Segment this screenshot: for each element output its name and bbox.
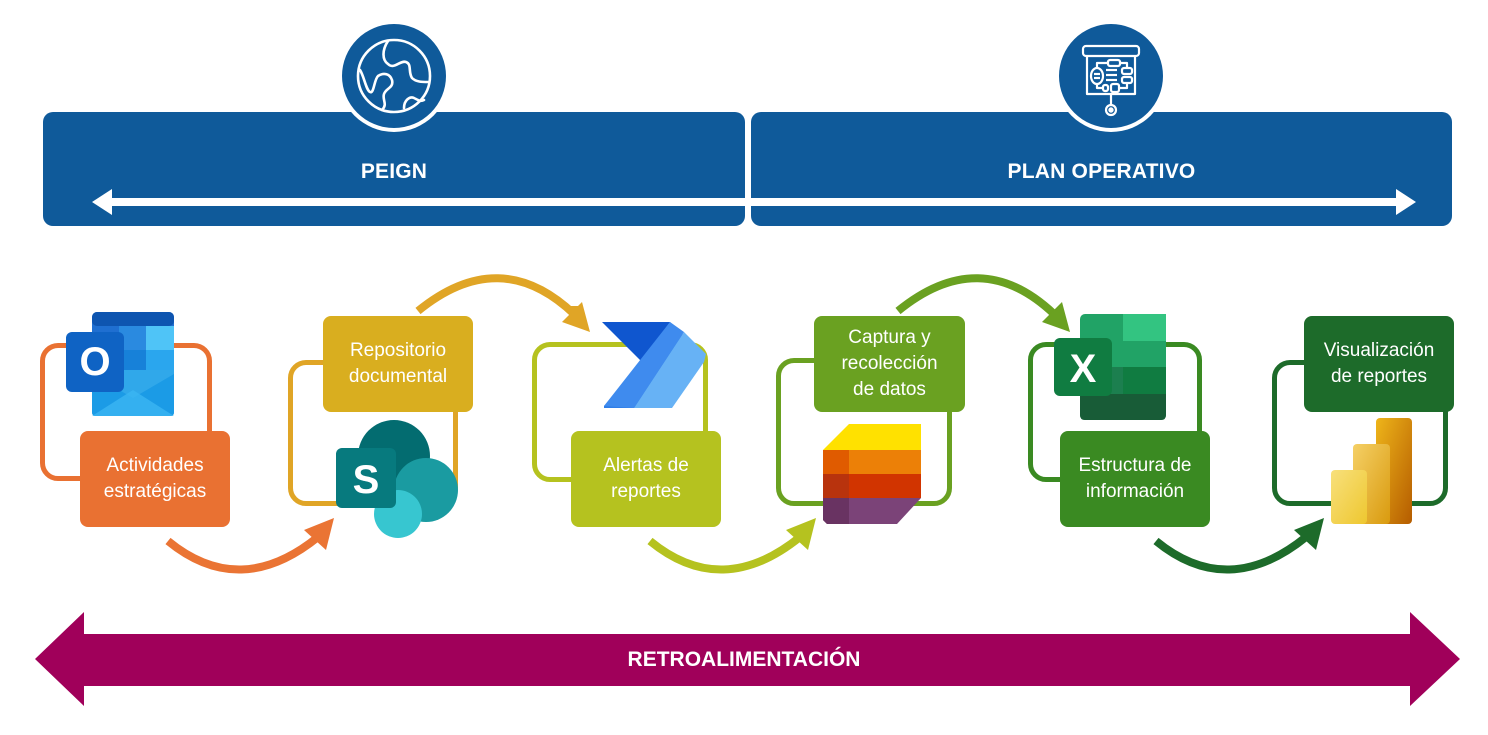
- arrowhead-2b: [562, 302, 590, 332]
- connector-arrow-2: [415, 274, 577, 317]
- connector-arrow-4: [895, 274, 1057, 317]
- outlook-icon: O: [66, 312, 174, 416]
- microsoft-lists-icon: [823, 424, 921, 524]
- phase-bar-peign: PEIGN: [43, 112, 745, 226]
- connector-arrow-5: [1153, 533, 1309, 574]
- step-label-actividades: Actividades estratégicas: [80, 431, 230, 527]
- power-automate-icon: [602, 322, 706, 408]
- step-label-repositorio: Repositorio documental: [323, 316, 473, 412]
- step-label-visualizacion: Visualización de reportes: [1304, 316, 1454, 412]
- phase-title: PLAN OPERATIVO: [1007, 160, 1196, 183]
- flow-connectors: [165, 274, 1324, 574]
- power-bi-icon: [1331, 418, 1412, 524]
- step-label-alertas: Alertas de reportes: [571, 431, 721, 527]
- presentation-board-icon: [1081, 44, 1141, 117]
- sharepoint-icon: S: [336, 420, 458, 538]
- svg-text:S: S: [353, 458, 380, 502]
- arrowhead-1: [304, 518, 334, 550]
- globe-icon: [356, 38, 432, 114]
- arrowhead-5: [1294, 518, 1324, 550]
- phase-circle-plan-operativo: [1059, 24, 1163, 128]
- arrowhead-3: [786, 518, 816, 550]
- step-label-estructura: Estructura de información: [1060, 431, 1210, 527]
- connector-arrow-1: [165, 533, 321, 574]
- step-label-captura: Captura y recolección de datos: [814, 316, 965, 412]
- svg-text:O: O: [79, 340, 110, 384]
- phase-circle-peign: [342, 24, 446, 128]
- timeline-double-arrow: [92, 189, 1416, 215]
- excel-icon: X: [1054, 314, 1166, 420]
- feedback-double-arrow: [35, 612, 1460, 706]
- phase-title: PEIGN: [360, 160, 428, 183]
- connector-arrow-3: [647, 533, 803, 574]
- phase-bar-plan-operativo: PLAN OPERATIVO: [751, 112, 1452, 226]
- svg-text:X: X: [1070, 347, 1097, 391]
- arrowhead-4: [1042, 302, 1070, 332]
- feedback-title: RETROALIMENTACIÓN: [627, 648, 861, 671]
